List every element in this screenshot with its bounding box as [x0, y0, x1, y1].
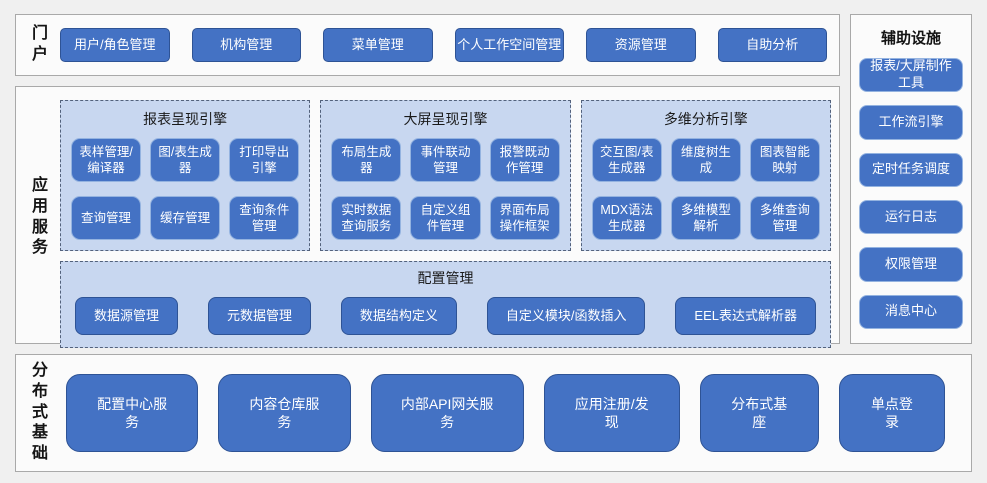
engine-module-button[interactable]: 查询管理 [71, 196, 142, 240]
aux-button[interactable]: 工作流引擎 [859, 105, 963, 140]
foundation-button[interactable]: 配置中心服务 [66, 374, 199, 452]
engine-module-button[interactable]: 打印导出引擎 [229, 138, 300, 182]
aux-section: 辅助设施 报表/大屏制作工具工作流引擎定时任务调度运行日志权限管理消息中心 [850, 14, 972, 344]
portal-button[interactable]: 自助分析 [717, 28, 827, 62]
aux-button[interactable]: 消息中心 [859, 294, 963, 329]
engine-module-button[interactable]: MDX语法生成器 [591, 196, 662, 240]
config-panel: 配置管理 数据源管理元数据管理数据结构定义自定义模块/函数插入 EEL表达式解析器 [60, 261, 831, 348]
engine-module-button[interactable]: 自定义组件管理 [410, 196, 481, 240]
app-services-content: 报表呈现引擎 表样管理/编译器图/表生成器打印导出引擎查询管理缓存管理查询条件管… [60, 100, 831, 348]
report-engine-module-list: 表样管理/编译器图/表生成器打印导出引擎查询管理缓存管理查询条件管理 [71, 138, 300, 240]
foundation-section: 分布式基础 配置中心服务内容仓库服务内部API网关服务应用注册/发现分布式基座单… [15, 354, 972, 472]
portal-button[interactable]: 个人工作空间管理 [454, 28, 564, 62]
engine-module-button[interactable]: 图表智能映射 [749, 138, 820, 182]
config-panel-title: 配置管理 [417, 270, 474, 286]
app-services-section: 应用服务 报表呈现引擎 表样管理/编译器图/表生成器打印导出引擎查询管理缓存管理… [15, 86, 840, 348]
panel-title: 多维分析引擎 [663, 111, 748, 127]
foundation-button[interactable]: 分布式基座 [699, 374, 819, 452]
engine-module-button[interactable]: 报警既动作管理 [489, 138, 560, 182]
dashboard-engine-module-list: 布局生成器事件联动管理报警既动作管理实时数据查询服务自定义组件管理界面布局操作框… [331, 138, 560, 240]
report-engine-panel: 报表呈现引擎 表样管理/编译器图/表生成器打印导出引擎查询管理缓存管理查询条件管… [60, 100, 311, 251]
aux-button-list: 报表/大屏制作工具工作流引擎定时任务调度运行日志权限管理消息中心 [859, 58, 963, 329]
engine-module-button[interactable]: 事件联动管理 [410, 138, 481, 182]
config-module-button[interactable]: 自定义模块/函数插入 [486, 297, 646, 335]
engine-module-button[interactable]: 缓存管理 [150, 196, 221, 240]
config-module-button[interactable]: 元数据管理 [207, 297, 311, 335]
config-module-button[interactable]: 数据结构定义 [340, 297, 457, 335]
portal-label: 门户 [31, 25, 48, 63]
aux-button[interactable]: 运行日志 [859, 199, 963, 235]
config-module-button[interactable]: 数据源管理 [75, 297, 179, 335]
olap-engine-module-list: 交互图/表生成器维度树生成图表智能映射 MDX语法生成器多维模型解析多维查询管理 [591, 138, 820, 240]
foundation-button[interactable]: 应用注册/发现 [543, 374, 680, 452]
engine-panels: 报表呈现引擎 表样管理/编译器图/表生成器打印导出引擎查询管理缓存管理查询条件管… [60, 100, 831, 251]
foundation-button[interactable]: 内部API网关服务 [370, 374, 524, 452]
foundation-button[interactable]: 单点登录 [838, 374, 946, 452]
foundation-button[interactable]: 内容仓库服务 [218, 374, 351, 452]
engine-module-button[interactable]: 界面布局操作框架 [489, 196, 560, 240]
engine-module-button[interactable]: 图/表生成器 [150, 138, 221, 182]
portal-button[interactable]: 菜单管理 [323, 28, 433, 62]
dashboard-engine-panel: 大屏呈现引擎 布局生成器事件联动管理报警既动作管理实时数据查询服务自定义组件管理… [320, 100, 571, 251]
portal-button[interactable]: 资源管理 [586, 28, 696, 62]
foundation-label: 分布式基础 [31, 362, 48, 463]
aux-button[interactable]: 定时任务调度 [859, 152, 963, 187]
portal-button[interactable]: 机构管理 [191, 28, 301, 62]
engine-module-button[interactable]: 查询条件管理 [229, 196, 300, 240]
portal-button[interactable]: 用户/角色管理 [60, 28, 170, 62]
engine-module-button[interactable]: 交互图/表生成器 [591, 138, 662, 182]
config-module-list: 数据源管理元数据管理数据结构定义自定义模块/函数插入 EEL表达式解析器 [75, 297, 816, 335]
panel-title: 大屏呈现引擎 [403, 111, 488, 127]
aux-title: 辅助设施 [880, 30, 941, 47]
engine-module-button[interactable]: 布局生成器 [331, 138, 402, 182]
aux-button[interactable]: 报表/大屏制作工具 [859, 58, 963, 93]
engine-module-button[interactable]: 维度树生成 [670, 138, 741, 182]
portal-button-list: 用户/角色管理机构管理菜单管理个人工作空间管理资源管理自助分析 [60, 28, 827, 62]
app-services-label: 应用服务 [31, 176, 48, 257]
engine-module-button[interactable]: 实时数据查询服务 [331, 196, 402, 240]
olap-engine-panel: 多维分析引擎 交互图/表生成器维度树生成图表智能映射 MDX语法生成器多维模型解析… [580, 100, 831, 251]
engine-module-button[interactable]: 表样管理/编译器 [71, 138, 142, 182]
portal-section: 门户 用户/角色管理机构管理菜单管理个人工作空间管理资源管理自助分析 [15, 14, 840, 76]
panel-title: 报表呈现引擎 [143, 111, 228, 127]
engine-module-button[interactable]: 多维查询管理 [749, 196, 820, 240]
foundation-button-list: 配置中心服务内容仓库服务内部API网关服务应用注册/发现分布式基座单点登录 [66, 374, 946, 452]
engine-module-button[interactable]: 多维模型解析 [670, 196, 741, 240]
aux-button[interactable]: 权限管理 [859, 247, 963, 282]
config-module-button[interactable]: EEL表达式解析器 [675, 297, 816, 335]
